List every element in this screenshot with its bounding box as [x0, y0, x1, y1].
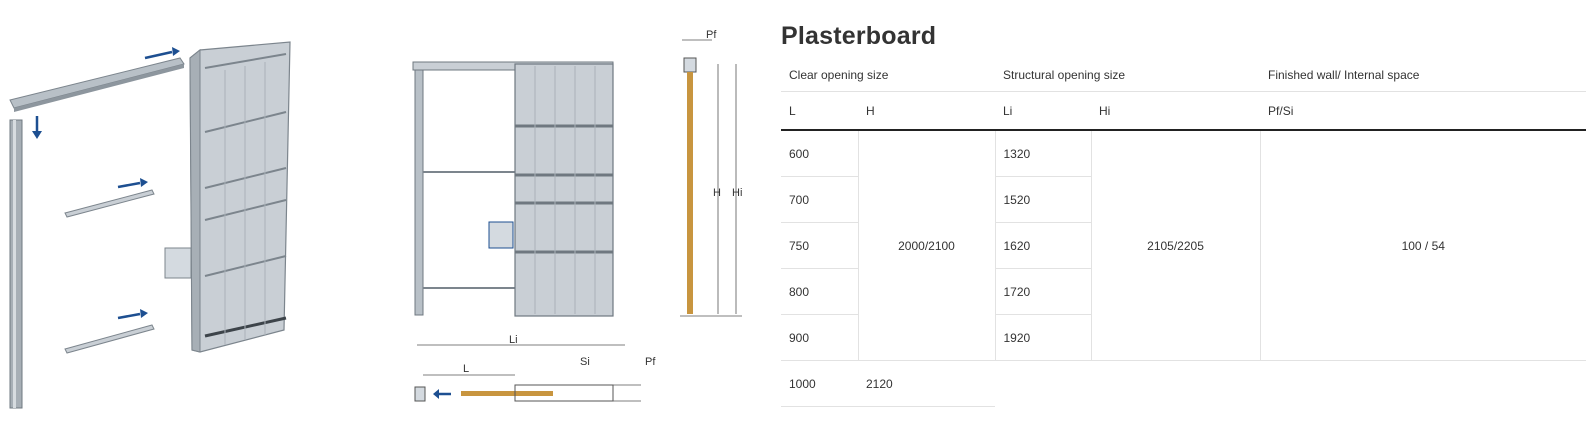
- front-elevation-diagram: [412, 61, 614, 317]
- cell-li: 1920: [995, 314, 1091, 361]
- cell-l: 750: [781, 222, 858, 269]
- arrow-down-icon: [32, 116, 42, 139]
- dimension-table: Clear opening size Structural opening si…: [781, 59, 1587, 407]
- group-clear-opening: Clear opening size: [781, 59, 995, 92]
- cell-l: 1000: [781, 360, 858, 407]
- group-header-row: Clear opening size Structural opening si…: [781, 59, 1587, 92]
- pf-bottom-label: Pf: [645, 356, 656, 368]
- side-section-diagram: Pf H Hi: [680, 29, 742, 317]
- cell-l: 600: [781, 130, 858, 177]
- col-l: L: [781, 91, 858, 131]
- col-hi: Hi: [1091, 91, 1261, 131]
- page-title: Plasterboard: [781, 22, 937, 50]
- cell-li: 1620: [995, 222, 1091, 269]
- col-h: H: [858, 91, 995, 131]
- arrow-right-icon: [117, 178, 148, 189]
- hi-dimension-label: Hi: [732, 187, 742, 199]
- group-structural-opening: Structural opening size: [995, 59, 1261, 92]
- arrow-left-icon: [433, 389, 451, 399]
- group-finished-wall: Finished wall/ Internal space: [1260, 59, 1587, 92]
- cell-h-merged: 2000/2100: [857, 130, 996, 361]
- cell-hi-merged: 2105/2205: [1090, 130, 1261, 361]
- cell-li: 1520: [995, 176, 1091, 223]
- cell-pf-si-merged: 100 / 54: [1259, 130, 1587, 361]
- table-row: 750 1620: [781, 222, 1586, 269]
- cell-li: 1720: [995, 268, 1091, 315]
- col-pf-si: Pf/Si: [1260, 91, 1587, 131]
- arrow-right-icon: [144, 47, 180, 60]
- plan-section-diagram: Li L Si Pf: [414, 334, 656, 402]
- column-header-row: L H Li Hi Pf/Si: [781, 91, 1587, 131]
- table-row: 800 1720: [781, 268, 1586, 315]
- cell-l: 900: [781, 314, 858, 361]
- l-dimension-label: L: [463, 363, 469, 375]
- si-dimension-label: Si: [580, 356, 590, 368]
- h-dimension-label: H: [713, 187, 721, 199]
- arrow-right-icon: [117, 309, 148, 320]
- table-row: 600 2000/2100 1320 2105/2205 100 / 54: [781, 130, 1587, 361]
- pf-top-label: Pf: [706, 29, 717, 41]
- exploded-kit-illustration: [9, 41, 291, 409]
- cell-l: 700: [781, 176, 858, 223]
- cell-li: 1320: [995, 130, 1091, 177]
- li-dimension-label: Li: [509, 334, 518, 346]
- cell-h: 2120: [858, 360, 995, 407]
- col-li: Li: [995, 91, 1091, 131]
- cell-l: 800: [781, 268, 858, 315]
- table-row-last: 1000 2120: [781, 360, 1586, 407]
- table-row: 900 1920: [781, 314, 1586, 361]
- table-row: 700 1520: [781, 176, 1586, 223]
